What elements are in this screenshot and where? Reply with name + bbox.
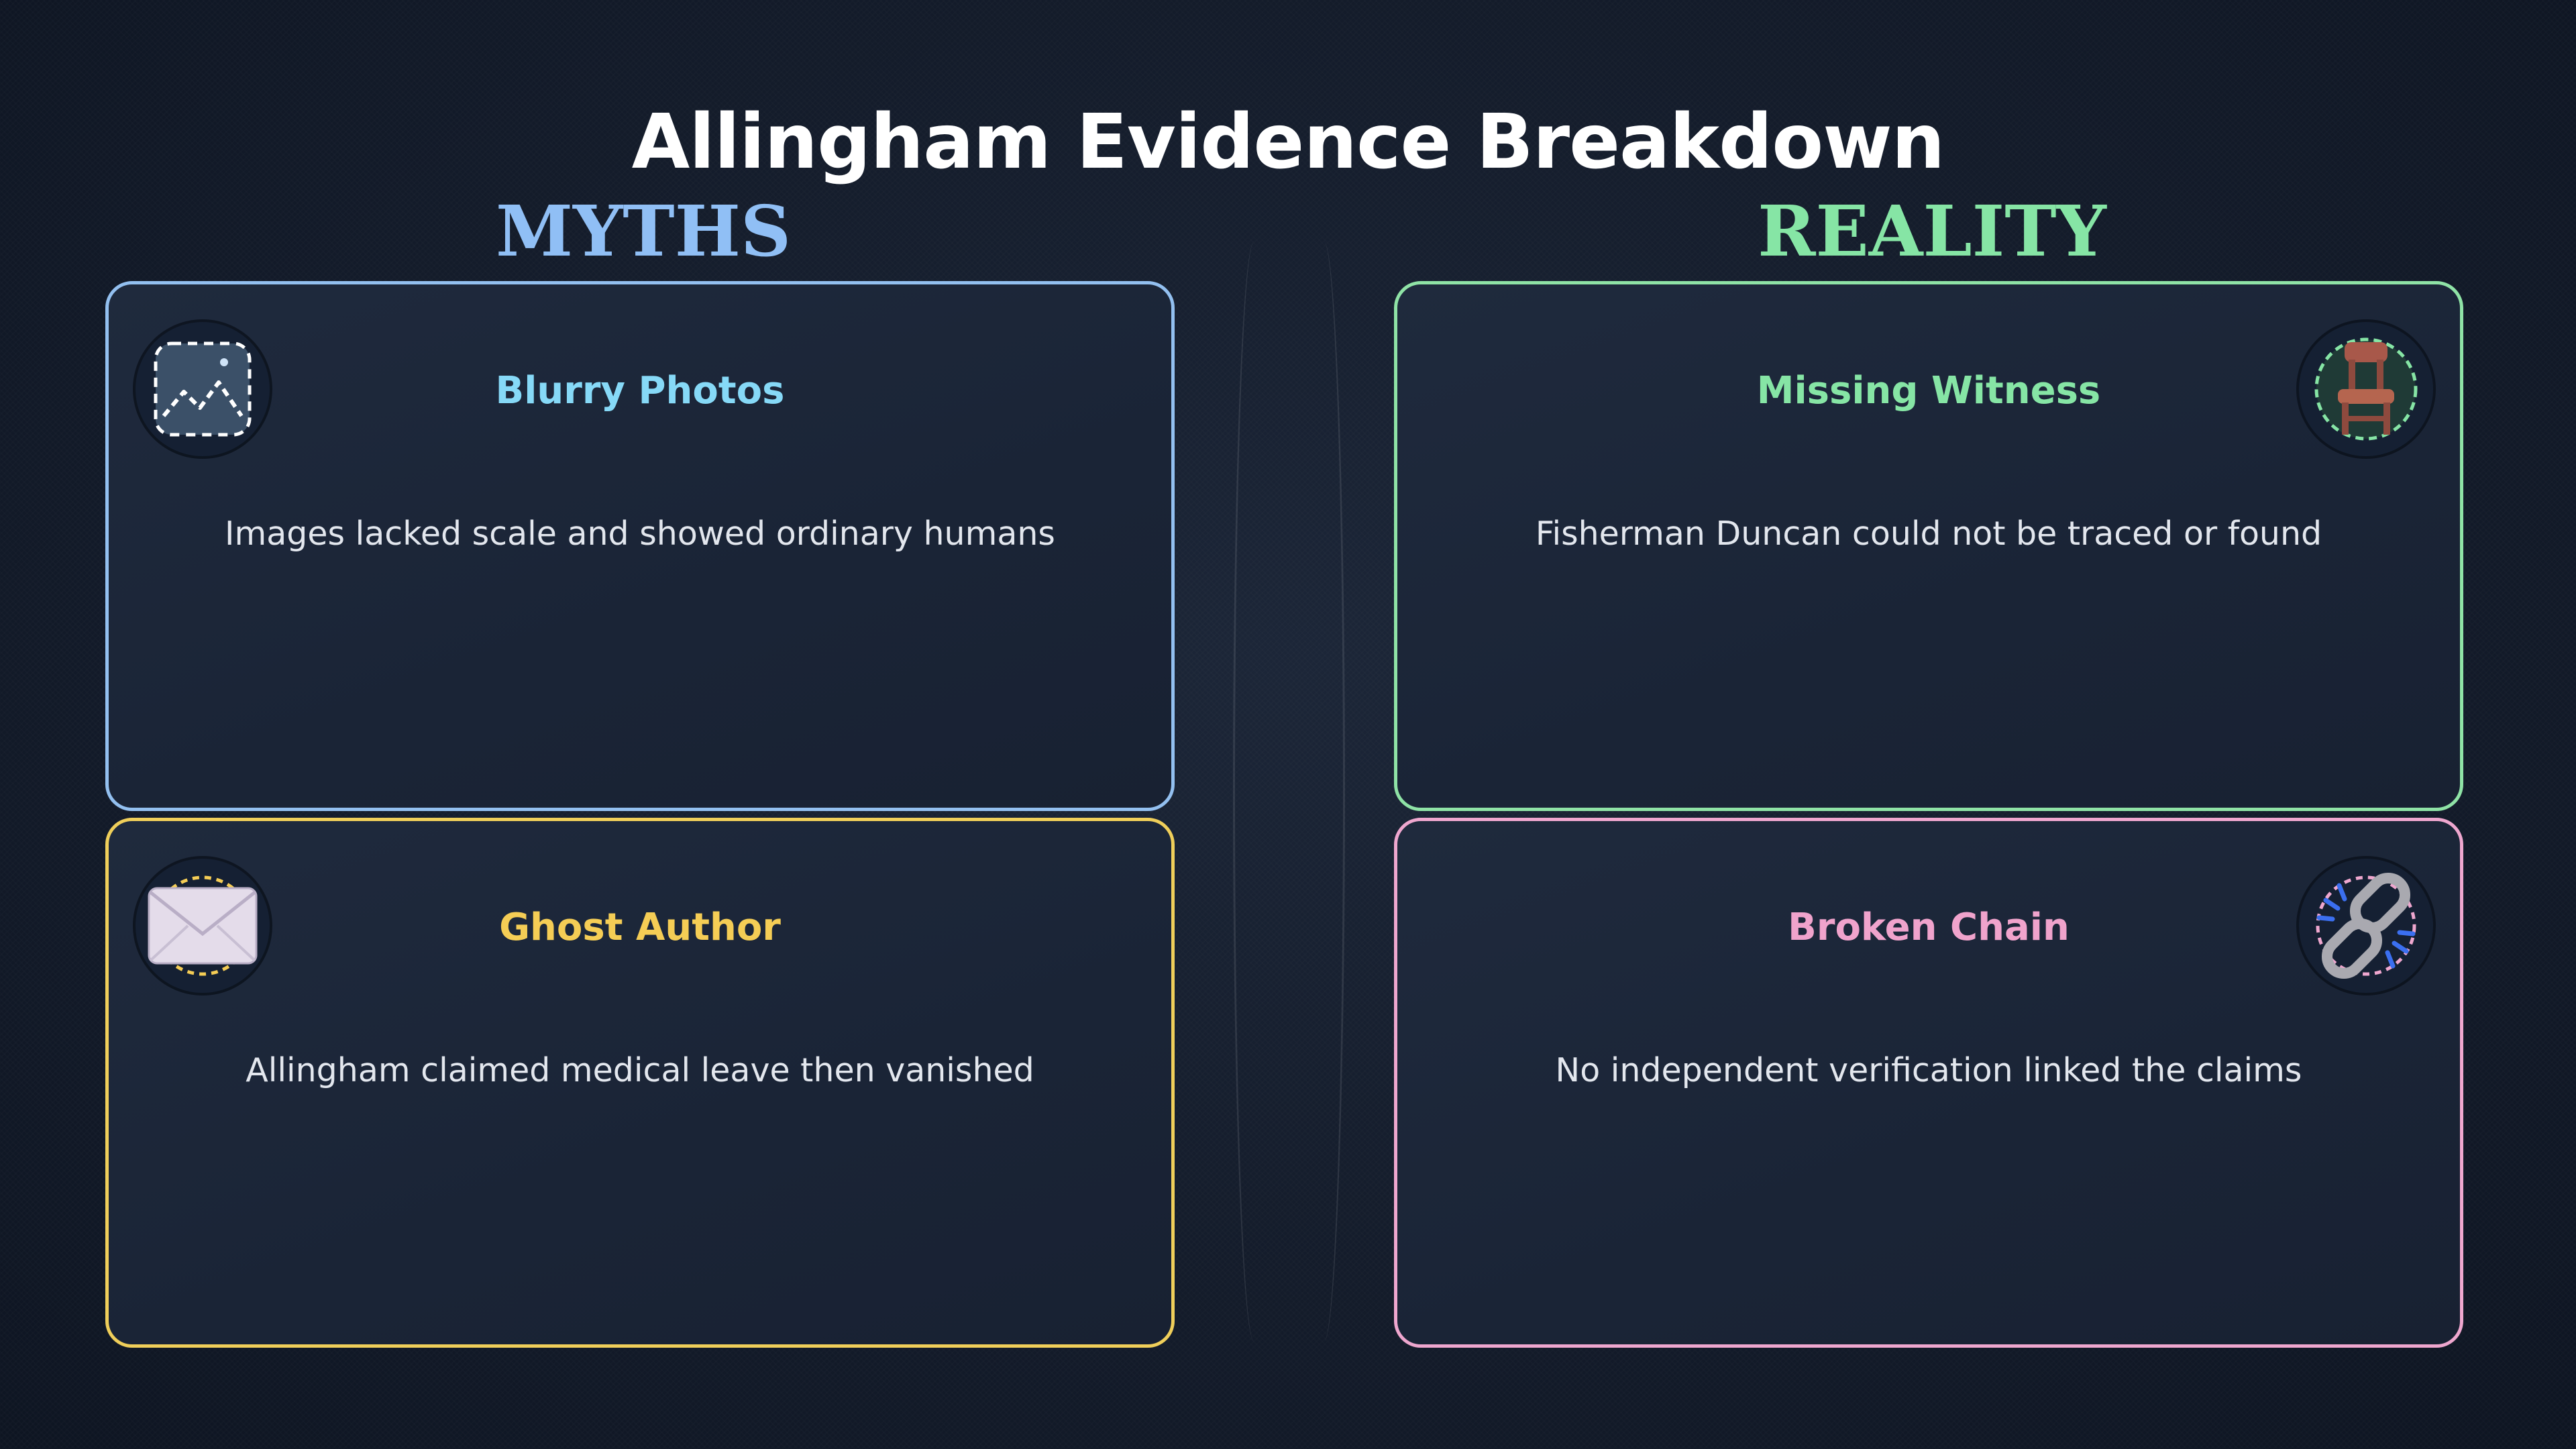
myth-card-ghost-author: Ghost Author Allingham claimed medical l… [105,818,1175,1348]
myth-card-blurry-photos: Blurry Photos Images lacked scale and sh… [105,281,1175,811]
photo-icon [136,322,270,456]
reality-card-missing-witness: Missing Witness Fisherman Duncan could n… [1394,281,2463,811]
card-description: No independent verification linked the c… [1555,1051,2302,1089]
card-description: Fisherman Duncan could not be traced or … [1535,515,2322,553]
reality-card-broken-chain: Broken Chain No independent verification… [1394,818,2463,1348]
card-title: Broken Chain [1788,906,2070,949]
card-title: Missing Witness [1756,369,2101,413]
myths-heading: MYTHS [495,190,792,272]
center-divider-right [1303,241,1345,1342]
center-divider-left [1233,241,1275,1342]
broken-link-icon [2299,859,2433,993]
envelope-icon [136,859,270,993]
card-description: Images lacked scale and showed ordinary … [225,515,1055,553]
reality-heading: REALITY [1758,190,2106,272]
card-title: Ghost Author [499,906,781,949]
chair-icon [2299,322,2433,456]
card-title: Blurry Photos [495,369,785,413]
card-description: Allingham claimed medical leave then van… [246,1051,1034,1089]
page-title: Allingham Evidence Breakdown [631,99,1945,186]
